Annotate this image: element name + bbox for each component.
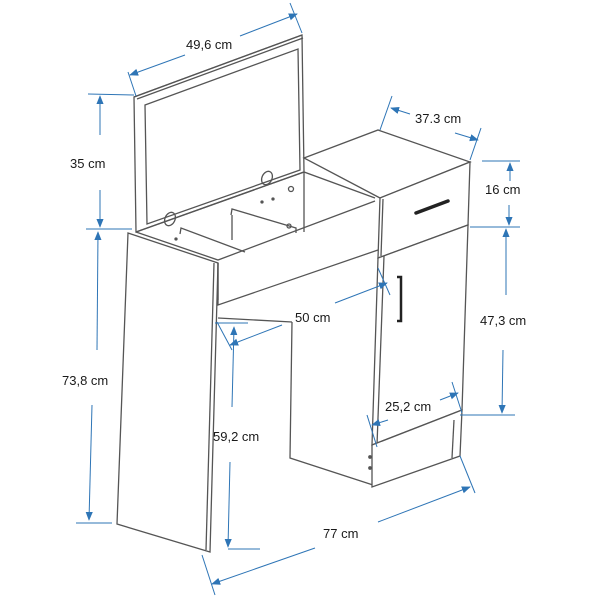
label-door-height: 47,3 cm xyxy=(480,313,527,328)
label-knee-height: 59,2 cm xyxy=(213,429,260,444)
top-compartment xyxy=(135,171,376,261)
front-apron xyxy=(217,249,379,306)
drawer-handle-icon xyxy=(414,199,450,215)
label-drawer-height: 16 cm xyxy=(485,182,521,197)
label-inner-depth: 50 cm xyxy=(295,310,331,325)
label-cabinet-width: 25,2 cm xyxy=(385,399,432,414)
left-side-panel xyxy=(116,232,219,553)
handles xyxy=(397,199,450,323)
right-cabinet xyxy=(302,129,472,488)
back-panel xyxy=(217,317,374,486)
door-handle-icon xyxy=(397,275,403,323)
label-mirror-height: 35 cm xyxy=(70,156,106,171)
furniture xyxy=(116,34,472,553)
label-total-width: 77 cm xyxy=(323,526,359,541)
label-cabinet-depth: 37.3 cm xyxy=(415,111,462,126)
dimension-lines xyxy=(76,2,520,596)
label-total-height: 73,8 cm xyxy=(62,373,109,388)
label-mirror-width: 49,6 cm xyxy=(186,37,233,52)
